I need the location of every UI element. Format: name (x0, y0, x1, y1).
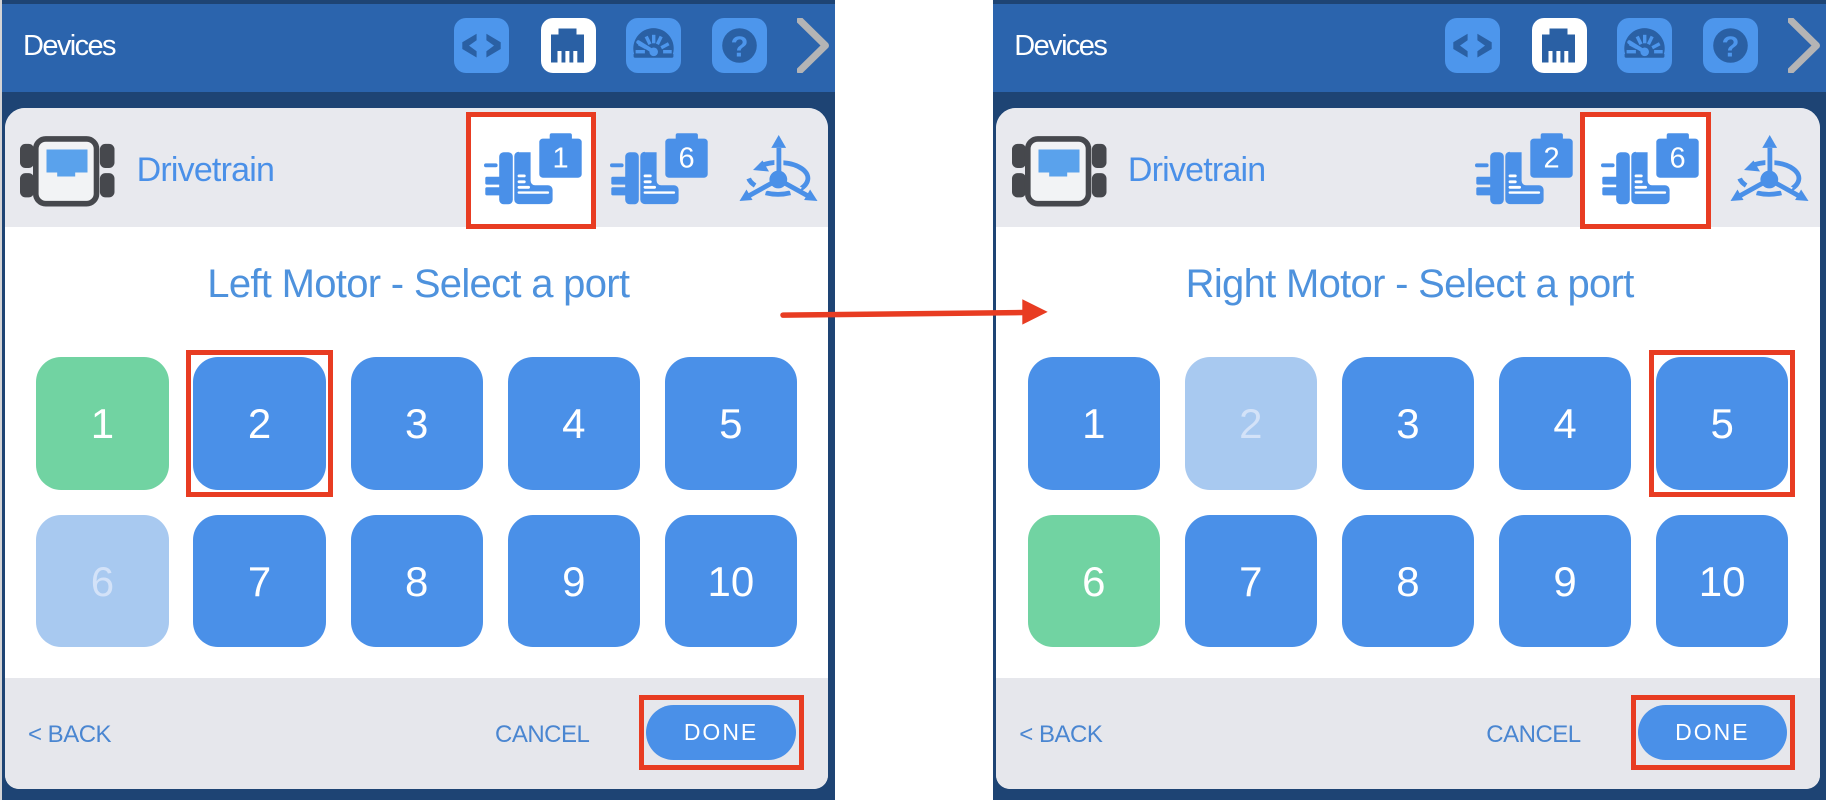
svg-text:?: ? (730, 31, 748, 63)
svg-text:2: 2 (1543, 143, 1559, 175)
svg-text:?: ? (1721, 31, 1739, 63)
svg-text:1: 1 (552, 143, 568, 175)
svg-text:6: 6 (1670, 143, 1686, 175)
svg-text:6: 6 (678, 143, 694, 175)
